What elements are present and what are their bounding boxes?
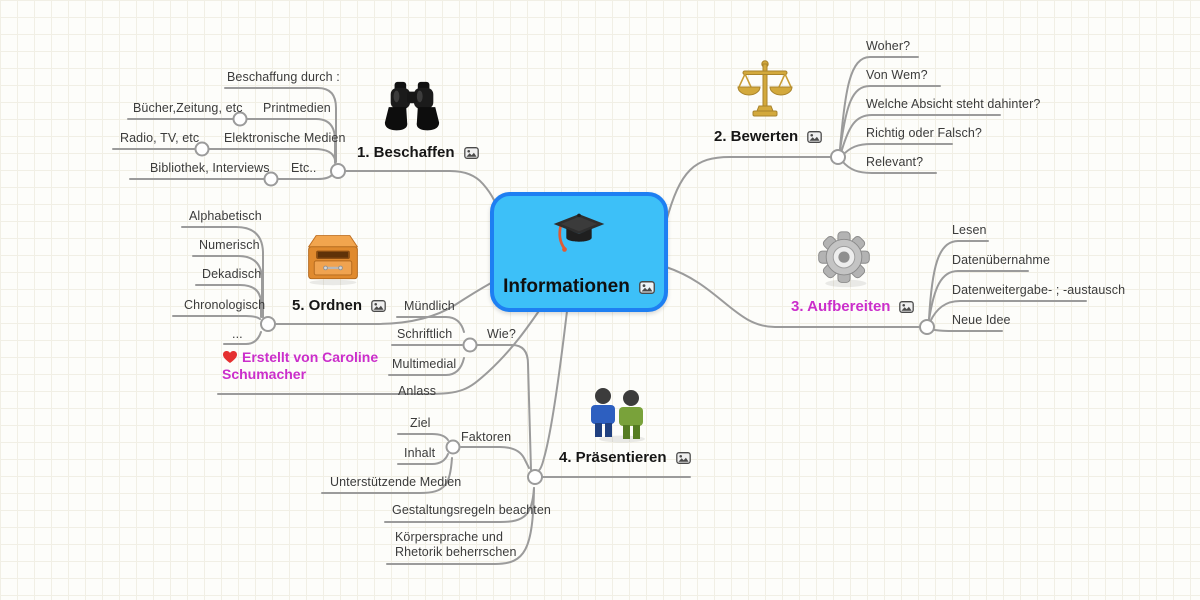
node-gestaltungsregeln[interactable]: Gestaltungsregeln beachten: [392, 503, 551, 517]
node-printmedien[interactable]: Printmedien: [263, 101, 331, 115]
node-alphabetisch[interactable]: Alphabetisch: [189, 209, 262, 223]
node-datenuebernahme[interactable]: Datenübernahme: [952, 253, 1050, 267]
node-dekadisch[interactable]: Dekadisch: [202, 267, 262, 281]
node-neue-idee[interactable]: Neue Idee: [952, 313, 1011, 327]
node-chronologisch[interactable]: Chronologisch: [184, 298, 266, 312]
node-richtig[interactable]: Richtig oder Falsch?: [866, 126, 982, 140]
collapse-toggle[interactable]: [462, 337, 478, 353]
topic-label: 5. Ordnen: [292, 297, 363, 314]
node-unterstuetzende-medien[interactable]: Unterstützende Medien: [330, 475, 462, 489]
drawer-icon: [307, 235, 359, 286]
collapse-toggle[interactable]: [330, 163, 346, 179]
node-erstellt-label: Erstellt von Caroline Schumacher: [222, 349, 379, 382]
image-attachment-icon[interactable]: [638, 280, 655, 294]
node-radio[interactable]: Radio, TV, etc: [120, 131, 200, 145]
topic-beschaffen[interactable]: 1. Beschaffen: [357, 144, 479, 161]
topic-label: 2. Bewerten: [714, 128, 799, 145]
node-von-wem[interactable]: Von Wem?: [866, 68, 928, 82]
binoculars-icon: [384, 81, 440, 131]
node-inhalt[interactable]: Inhalt: [404, 446, 436, 460]
image-attachment-icon[interactable]: [371, 299, 386, 312]
collapse-toggle[interactable]: [263, 171, 279, 187]
image-attachment-icon[interactable]: [675, 451, 691, 464]
node-bibliothek[interactable]: Bibliothek, Interviews: [150, 161, 270, 175]
node-anlass[interactable]: Anlass: [398, 384, 437, 398]
node-beschaffung-durch[interactable]: Beschaffung durch :: [227, 70, 340, 84]
graduation-cap-icon: [553, 213, 605, 252]
topic-label: 3. Aufbereiten: [791, 298, 891, 315]
topic-label: 4. Präsentieren: [559, 449, 667, 466]
topic-ordnen[interactable]: 5. Ordnen: [292, 297, 386, 314]
root-node-label: Informationen: [503, 276, 630, 297]
collapse-toggle[interactable]: [232, 111, 248, 127]
node-wie[interactable]: Wie?: [487, 327, 516, 341]
collapse-toggle[interactable]: [445, 439, 461, 455]
node-multimedial[interactable]: Multimedial: [392, 357, 457, 371]
collapse-toggle[interactable]: [527, 469, 543, 485]
root-node-informationen[interactable]: Informationen: [490, 192, 668, 312]
topic-aufbereiten[interactable]: 3. Aufbereiten: [791, 298, 915, 315]
node-muendlich[interactable]: Mündlich: [404, 299, 455, 313]
scales-icon: [737, 60, 793, 117]
node-dots[interactable]: ...: [232, 327, 243, 341]
collapse-toggle[interactable]: [194, 141, 210, 157]
node-koerpersprache[interactable]: Körpersprache und Rhetorik beherrschen: [395, 530, 517, 559]
collapse-toggle[interactable]: [260, 316, 276, 332]
node-ziel[interactable]: Ziel: [410, 416, 431, 430]
topic-label: 1. Beschaffen: [357, 144, 455, 161]
node-woher[interactable]: Woher?: [866, 39, 911, 53]
collapse-toggle[interactable]: [830, 149, 846, 165]
image-attachment-icon[interactable]: [463, 146, 479, 159]
topic-bewerten[interactable]: 2. Bewerten: [714, 128, 823, 145]
collapse-toggle[interactable]: [919, 319, 935, 335]
node-numerisch[interactable]: Numerisch: [199, 238, 260, 252]
topic-praesentieren[interactable]: 4. Präsentieren: [559, 449, 691, 466]
node-buecher[interactable]: Bücher,Zeitung, etc: [133, 101, 243, 115]
node-relevant[interactable]: Relevant?: [866, 155, 924, 169]
node-elektronische-medien[interactable]: Elektronische Medien: [224, 131, 346, 145]
node-etc[interactable]: Etc..: [291, 161, 317, 175]
node-lesen[interactable]: Lesen: [952, 223, 987, 237]
node-datenweitergabe[interactable]: Datenweitergabe- ; -austausch: [952, 283, 1126, 297]
image-attachment-icon[interactable]: [807, 130, 823, 143]
gear-icon: [818, 231, 870, 288]
people-icon: [591, 388, 645, 443]
image-attachment-icon[interactable]: [899, 300, 915, 313]
node-erstellt-von[interactable]: Erstellt von Caroline Schumacher: [222, 349, 414, 383]
node-faktoren[interactable]: Faktoren: [461, 430, 512, 444]
node-absicht[interactable]: Welche Absicht steht dahinter?: [866, 97, 1041, 111]
heart-icon: [223, 351, 237, 363]
connectors: [112, 56, 1087, 565]
node-schriftlich[interactable]: Schriftlich: [397, 327, 453, 341]
